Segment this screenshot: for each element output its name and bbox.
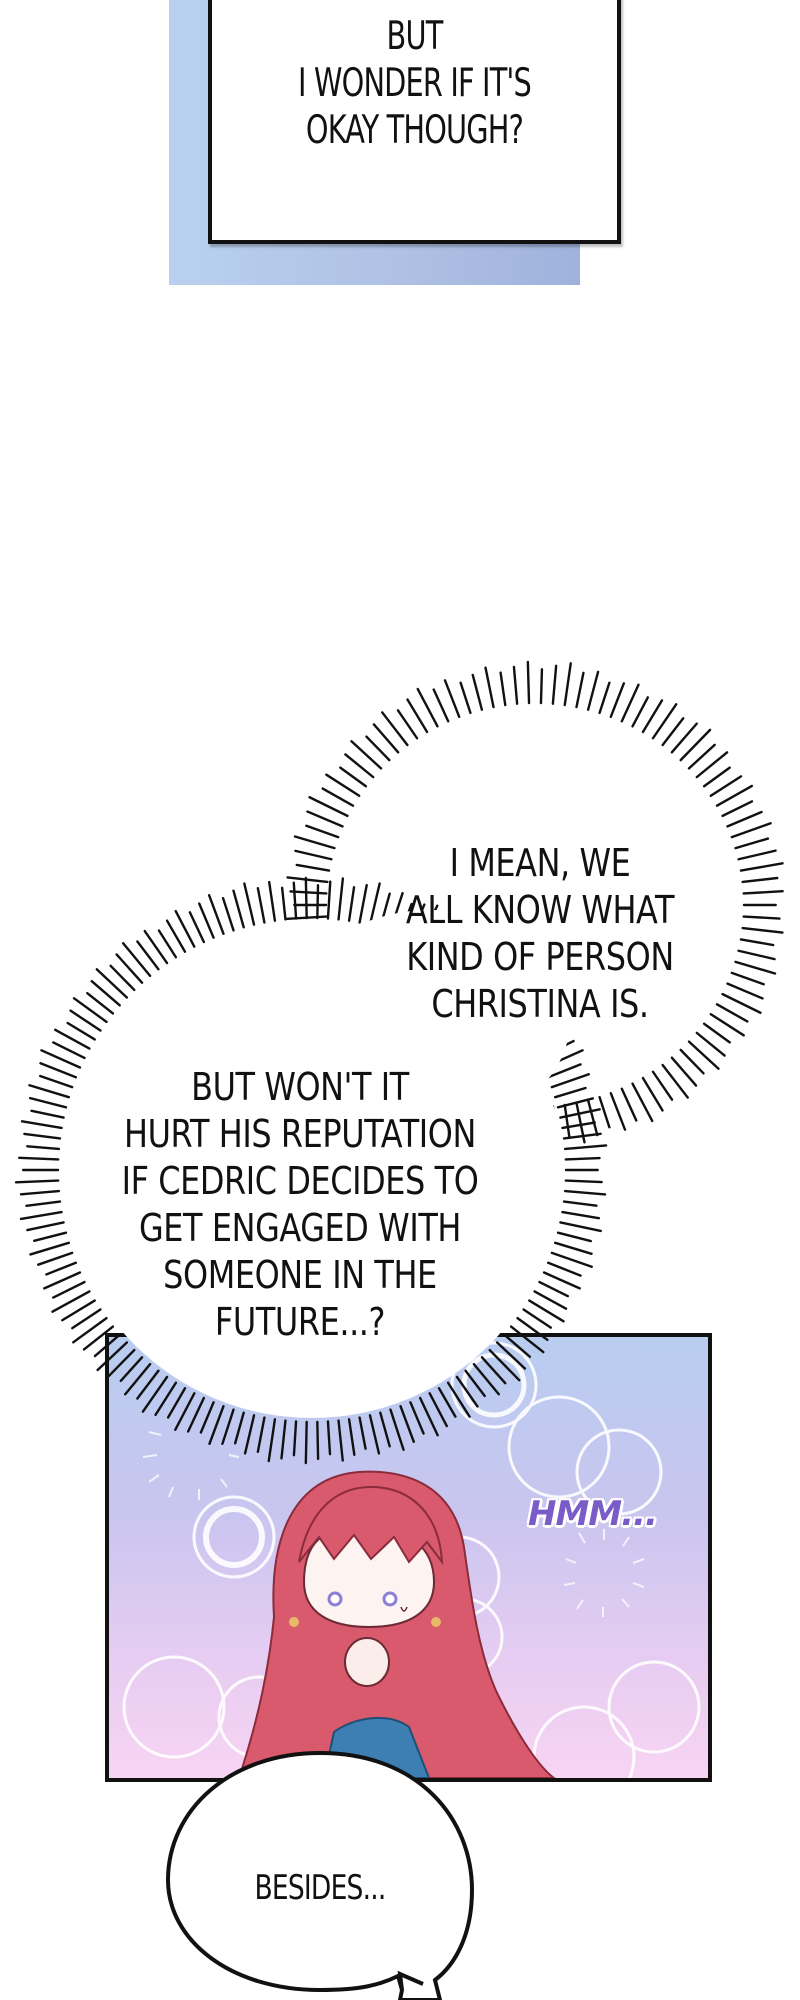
- narration-line: OKAY THOUGH?: [305, 108, 524, 153]
- speech-bubble: [165, 1750, 475, 2000]
- cloud-line: IF CEDRIC DECIDES TO: [121, 1159, 479, 1203]
- speech-bubble-text: BESIDES...: [254, 1868, 386, 1908]
- cloud-line: GET ENGAGED WITH: [138, 1206, 461, 1250]
- character-art: [237, 1470, 556, 1778]
- narration-line: I WONDER IF IT'S: [298, 61, 532, 106]
- sound-effect-hmm: HMM...: [528, 1494, 658, 1534]
- thought-cloud-upper: I MEAN, WE ALL KNOW WHAT KIND OF PERSON …: [364, 840, 717, 1028]
- cloud-line: HURT HIS REPUTATION: [124, 1112, 476, 1156]
- cloud-line: FUTURE...?: [214, 1300, 386, 1344]
- cloud-line: I MEAN, WE: [449, 841, 631, 885]
- cloud-line: CHRISTINA IS.: [431, 982, 649, 1026]
- narration-box: BUT I WONDER IF IT'S OKAY THOUGH?: [208, 0, 621, 244]
- cloud-line: ALL KNOW WHAT: [405, 888, 675, 932]
- comic-panel: [105, 1333, 712, 1782]
- cloud-line: BUT WON'T IT: [191, 1065, 409, 1109]
- cloud-line: SOMEONE IN THE: [163, 1253, 437, 1297]
- narration-line: BUT: [386, 14, 444, 59]
- thought-cloud-lower: BUT WON'T IT HURT HIS REPUTATION IF CEDR…: [98, 1064, 501, 1346]
- panel-background-art: [122, 1341, 701, 1778]
- cloud-line: KIND OF PERSON: [406, 935, 674, 979]
